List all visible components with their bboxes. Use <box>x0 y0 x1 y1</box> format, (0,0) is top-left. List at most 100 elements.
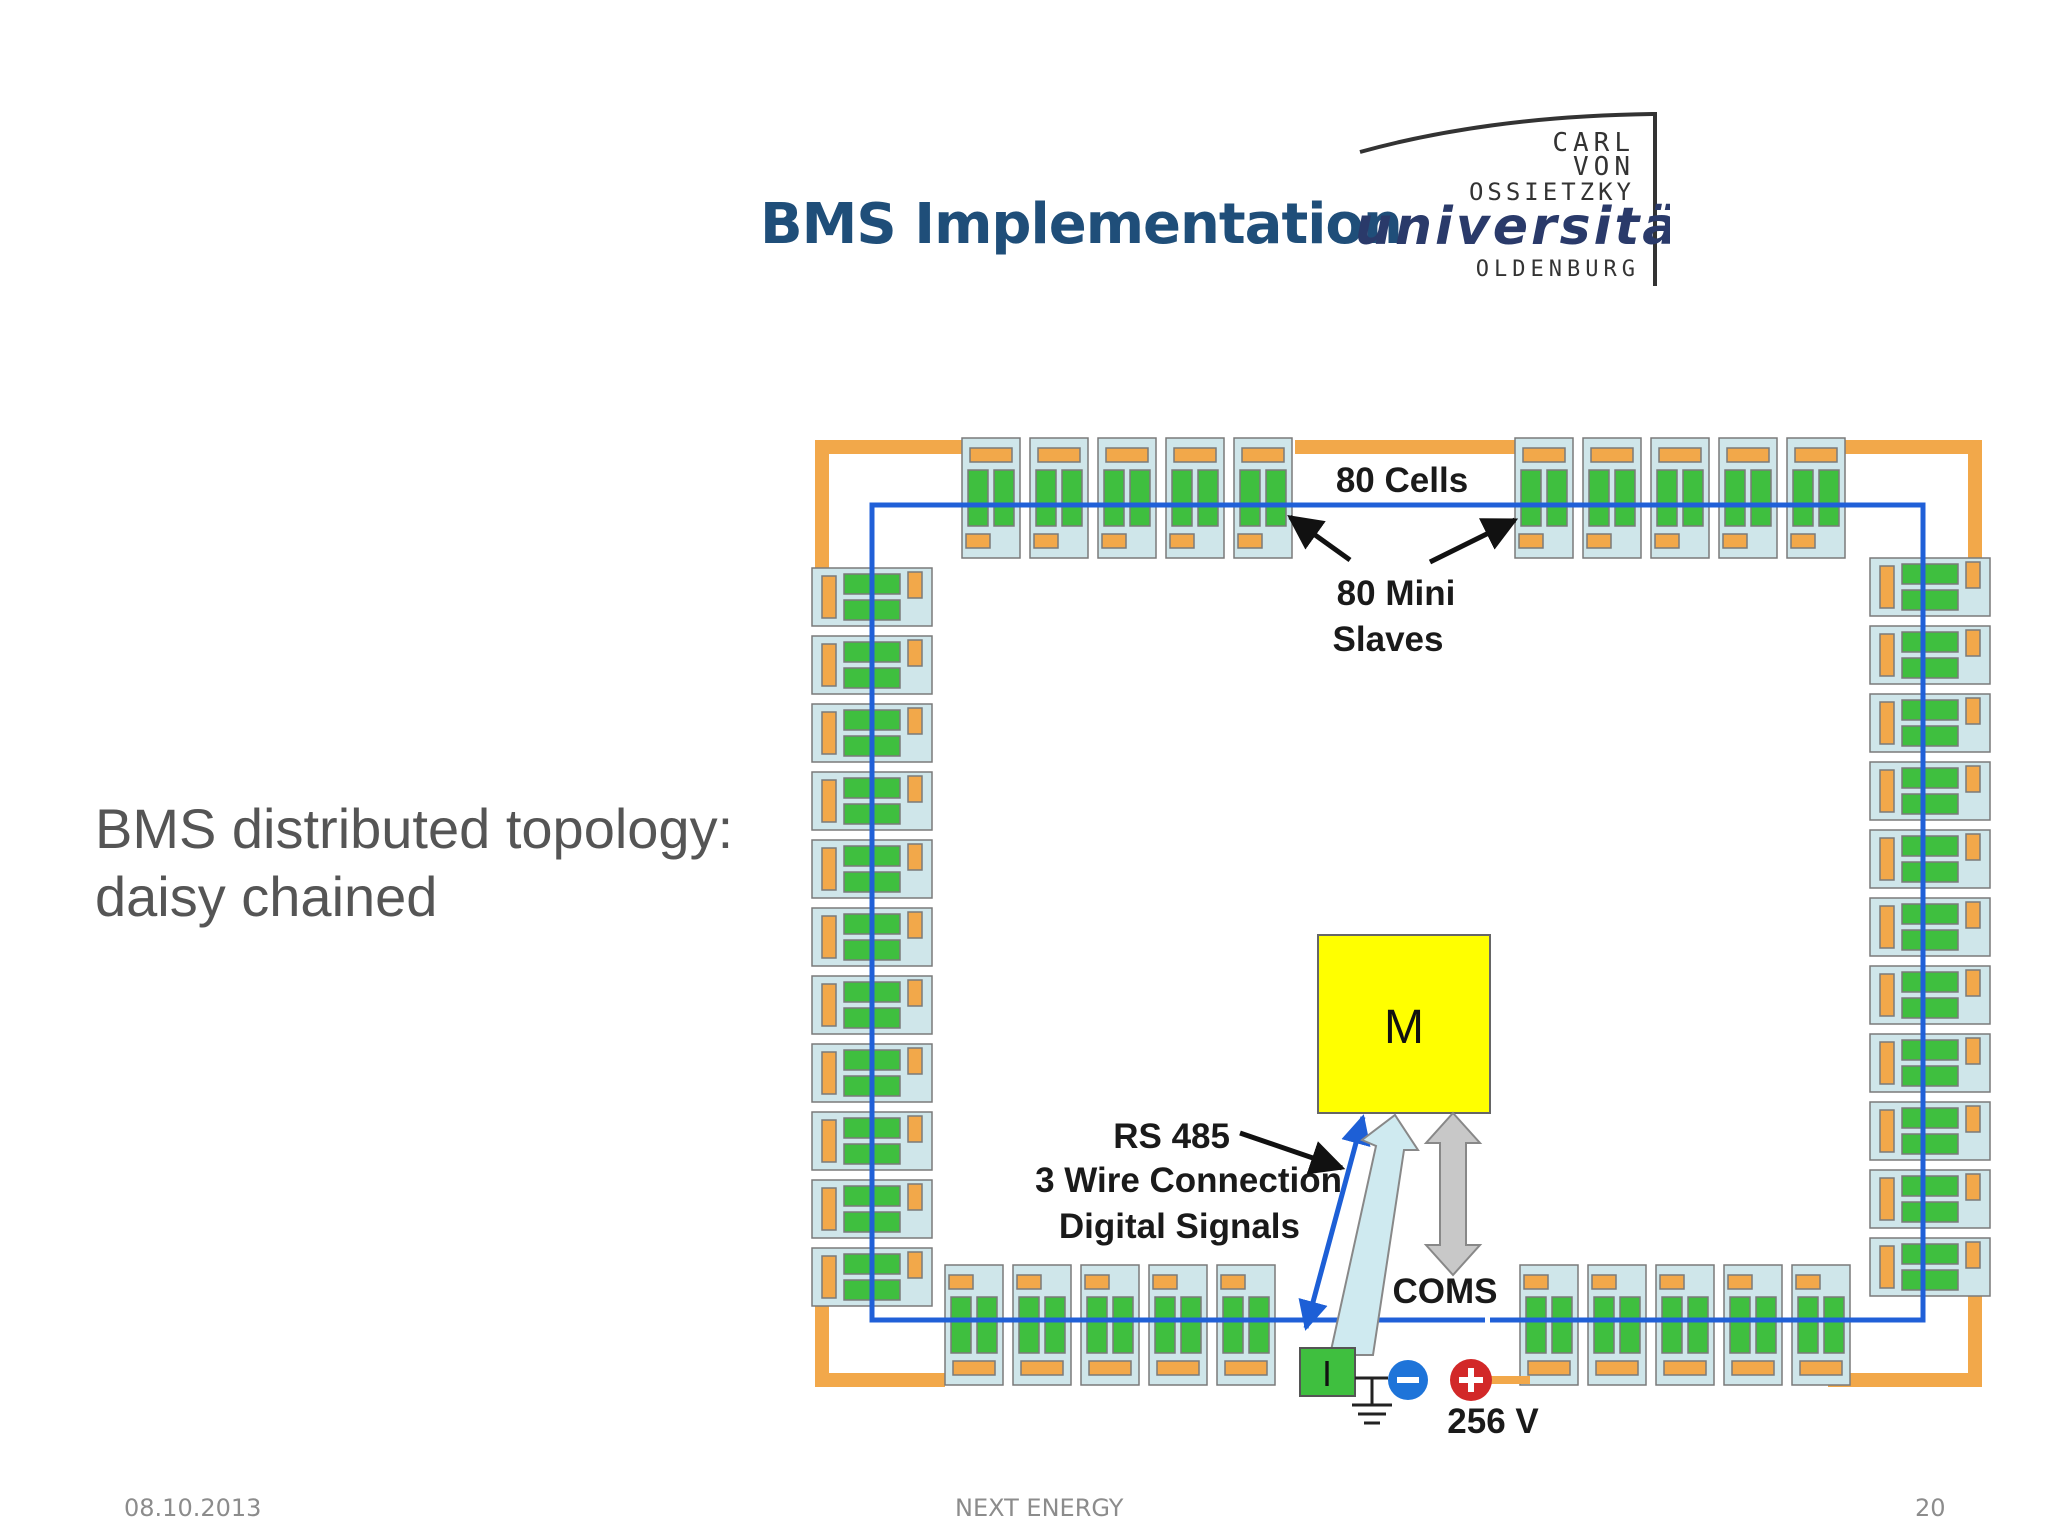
cell-bar <box>1965 697 1981 725</box>
slave-board <box>1755 1296 1777 1354</box>
cell-bar <box>907 571 923 599</box>
cell-bar <box>1879 565 1895 609</box>
cell-bar <box>1016 1274 1042 1290</box>
slave-board <box>1525 1296 1547 1354</box>
footer-page-number: 20 <box>1915 1494 1946 1522</box>
slave-board <box>976 1296 998 1354</box>
slave-board <box>1901 861 1959 883</box>
label-80-mini: 80 Mini <box>1337 574 1456 613</box>
slave-board <box>1044 1296 1066 1354</box>
label-80-cells: 80 Cells <box>1336 461 1468 500</box>
cell-bar <box>1224 1360 1268 1376</box>
current-sensor-box <box>1299 1347 1356 1397</box>
cell-bar <box>1590 447 1634 463</box>
cell-bar <box>1658 447 1702 463</box>
cell-bar <box>1101 533 1127 549</box>
slave-board <box>1588 469 1610 527</box>
cell-bar <box>1237 533 1263 549</box>
slaves-pointer-right <box>1428 517 1519 565</box>
rs485-link-arrow <box>1298 1114 1371 1331</box>
slave-board <box>1901 835 1959 857</box>
university-logo-graphic: CARL VON OSSIETZKY universität OLDENBURG <box>1355 111 1705 286</box>
slave-board <box>1901 929 1959 951</box>
slave-board <box>1682 469 1704 527</box>
slave-board <box>1901 1201 1959 1223</box>
label-rs485: RS 485 <box>1113 1117 1230 1156</box>
slave-board <box>1901 1133 1959 1155</box>
cell-bar <box>821 847 837 891</box>
slave-board <box>1901 971 1959 993</box>
cell-bar <box>821 711 837 755</box>
slave-board <box>1901 1243 1959 1265</box>
cell-bar <box>1220 1274 1246 1290</box>
slave-board <box>1103 469 1125 527</box>
slave-board <box>1818 469 1840 527</box>
cell-bar <box>1654 533 1680 549</box>
cell-bar <box>1527 1360 1571 1376</box>
slave-board <box>993 469 1015 527</box>
slave-board <box>1593 1296 1615 1354</box>
slave-board <box>967 469 989 527</box>
cell-bar <box>1965 1037 1981 1065</box>
ground-icon <box>1352 1376 1392 1425</box>
logo-line-ossietzky: OSSIETZKY <box>1469 178 1635 206</box>
cell-bar <box>1799 1360 1843 1376</box>
cell-bar <box>907 911 923 939</box>
slave-board <box>1901 725 1959 747</box>
slave-board <box>1222 1296 1244 1354</box>
logo-line-oldenburg: OLDENBURG <box>1476 257 1640 282</box>
cell-bar <box>1879 1109 1895 1153</box>
body-line-1: BMS distributed topology: <box>95 797 734 860</box>
footer-center: NEXT ENERGY <box>955 1494 1124 1522</box>
cell-bar <box>821 643 837 687</box>
cell-bar <box>1591 1274 1617 1290</box>
label-3-wire: 3 Wire Connection <box>1035 1161 1342 1200</box>
cell-bar <box>1965 629 1981 657</box>
slave-board <box>1792 469 1814 527</box>
cell-bar <box>948 1274 974 1290</box>
cell-bar <box>952 1360 996 1376</box>
footer-date: 08.10.2013 <box>124 1494 262 1522</box>
slave-board <box>1901 767 1959 789</box>
slave-board <box>1901 589 1959 611</box>
slave-board <box>1154 1296 1176 1354</box>
cell-bar <box>1879 701 1895 745</box>
slave-board <box>1086 1296 1108 1354</box>
slave-board <box>1551 1296 1573 1354</box>
slide-title: BMS Implementation <box>760 192 1403 257</box>
cell-bar <box>907 1115 923 1143</box>
cell-bar <box>1879 837 1895 881</box>
cell-bar <box>821 983 837 1027</box>
cell-bar <box>1726 447 1770 463</box>
cell-bar <box>1084 1274 1110 1290</box>
cell-bar <box>965 533 991 549</box>
slave-board <box>1239 469 1261 527</box>
cell-bar <box>1965 833 1981 861</box>
slave-board <box>1901 563 1959 585</box>
slave-board <box>1171 469 1193 527</box>
daisy-chain-bus <box>869 502 1926 1323</box>
cell-bar <box>1722 533 1748 549</box>
cell-bar <box>821 1051 837 1095</box>
body-text: BMS distributed topology: daisy chained <box>95 795 733 931</box>
slave-board <box>1901 1269 1959 1291</box>
slave-board <box>1180 1296 1202 1354</box>
slave-board <box>1724 469 1746 527</box>
label-coms: COMS <box>1393 1272 1498 1311</box>
cell-bar <box>1965 1173 1981 1201</box>
slave-board <box>1614 469 1636 527</box>
slave-board <box>1901 1175 1959 1197</box>
cell-bar <box>907 639 923 667</box>
slave-board <box>950 1296 972 1354</box>
cell-bar <box>1790 533 1816 549</box>
cell-bar <box>1659 1274 1685 1290</box>
cell-bar <box>907 1047 923 1075</box>
logo-line-carl: CARL <box>1552 128 1635 158</box>
cell-bar <box>907 775 923 803</box>
master-label: M <box>1384 1001 1424 1054</box>
minus-sign <box>1397 1377 1419 1383</box>
cell-bar <box>1965 1105 1981 1133</box>
cell-bar <box>1169 533 1195 549</box>
cell-bar <box>1152 1274 1178 1290</box>
